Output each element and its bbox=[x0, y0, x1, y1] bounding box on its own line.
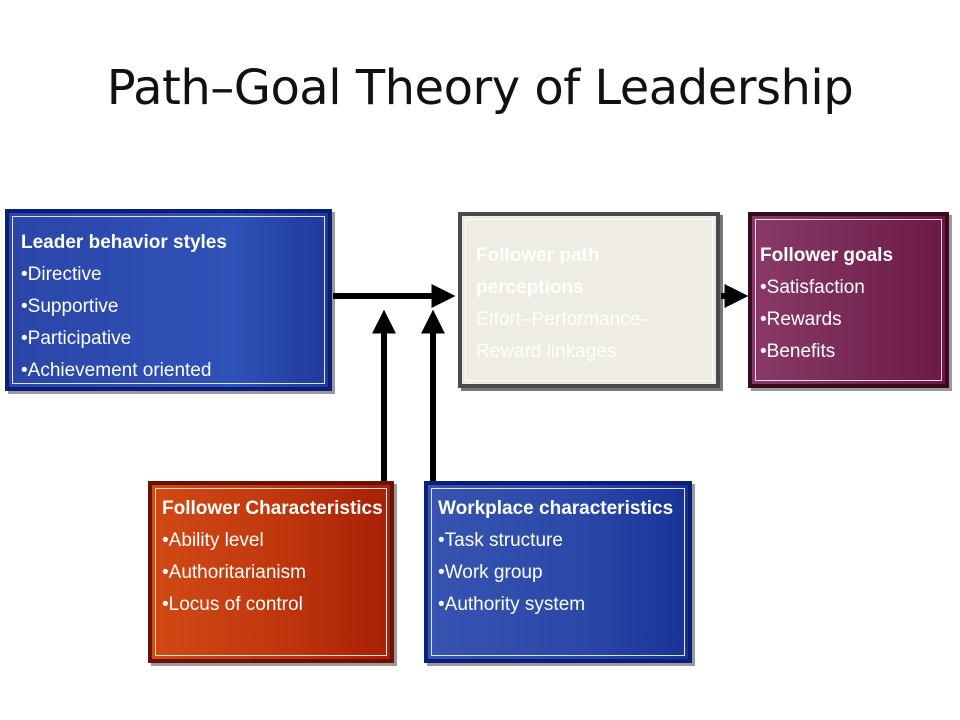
box-inner-border bbox=[155, 488, 387, 656]
box-content: Follower Characteristics Ability level A… bbox=[162, 493, 384, 621]
follower-goals-heading: Follower goals bbox=[760, 245, 894, 266]
list-item: Locus of control bbox=[162, 589, 384, 621]
follower-goals-box: Follower goals Satisfaction Rewards Bene… bbox=[748, 212, 949, 388]
follower-characteristics-box: Follower Characteristics Ability level A… bbox=[148, 481, 394, 663]
follower-path-body: Effort–Performance–Reward linkages bbox=[476, 309, 651, 362]
list-item: Work group bbox=[438, 557, 682, 589]
box-content: Workplace characteristics Task structure… bbox=[438, 493, 682, 621]
follower-characteristics-list: Ability level Authoritarianism Locus of … bbox=[162, 525, 384, 621]
list-item: Directive bbox=[21, 259, 322, 291]
workplace-characteristics-heading: Workplace characteristics bbox=[438, 498, 674, 519]
list-item: Authority system bbox=[438, 589, 682, 621]
list-item: Rewards bbox=[760, 304, 939, 336]
slide-title: Path–Goal Theory of Leadership bbox=[106, 60, 854, 116]
follower-path-box: Follower path perceptions Effort–Perform… bbox=[458, 212, 720, 388]
box-inner-border bbox=[755, 219, 942, 381]
box-inner-border bbox=[431, 488, 685, 656]
list-item: Task structure bbox=[438, 525, 682, 557]
leader-behavior-box: Leader behavior styles Directive Support… bbox=[5, 209, 332, 391]
list-item: Authoritarianism bbox=[162, 557, 384, 589]
list-item: Ability level bbox=[162, 525, 384, 557]
workplace-characteristics-box: Workplace characteristics Task structure… bbox=[424, 481, 692, 663]
list-item: Satisfaction bbox=[760, 272, 939, 304]
list-item: Achievement oriented bbox=[21, 355, 322, 387]
box-inner-border bbox=[465, 219, 713, 381]
leader-behavior-heading: Leader behavior styles bbox=[21, 232, 227, 253]
follower-path-heading: Follower path perceptions bbox=[476, 245, 600, 298]
box-content: Leader behavior styles Directive Support… bbox=[21, 227, 322, 387]
list-item: Participative bbox=[21, 323, 322, 355]
box-content: Follower goals Satisfaction Rewards Bene… bbox=[760, 240, 939, 368]
follower-goals-list: Satisfaction Rewards Benefits bbox=[760, 272, 939, 368]
follower-characteristics-heading: Follower Characteristics bbox=[162, 498, 383, 519]
workplace-characteristics-list: Task structure Work group Authority syst… bbox=[438, 525, 682, 621]
box-content: Follower path perceptions Effort–Perform… bbox=[476, 240, 710, 368]
list-item: Supportive bbox=[21, 291, 322, 323]
list-item: Benefits bbox=[760, 336, 939, 368]
leader-behavior-list: Directive Supportive Participative Achie… bbox=[21, 259, 322, 387]
